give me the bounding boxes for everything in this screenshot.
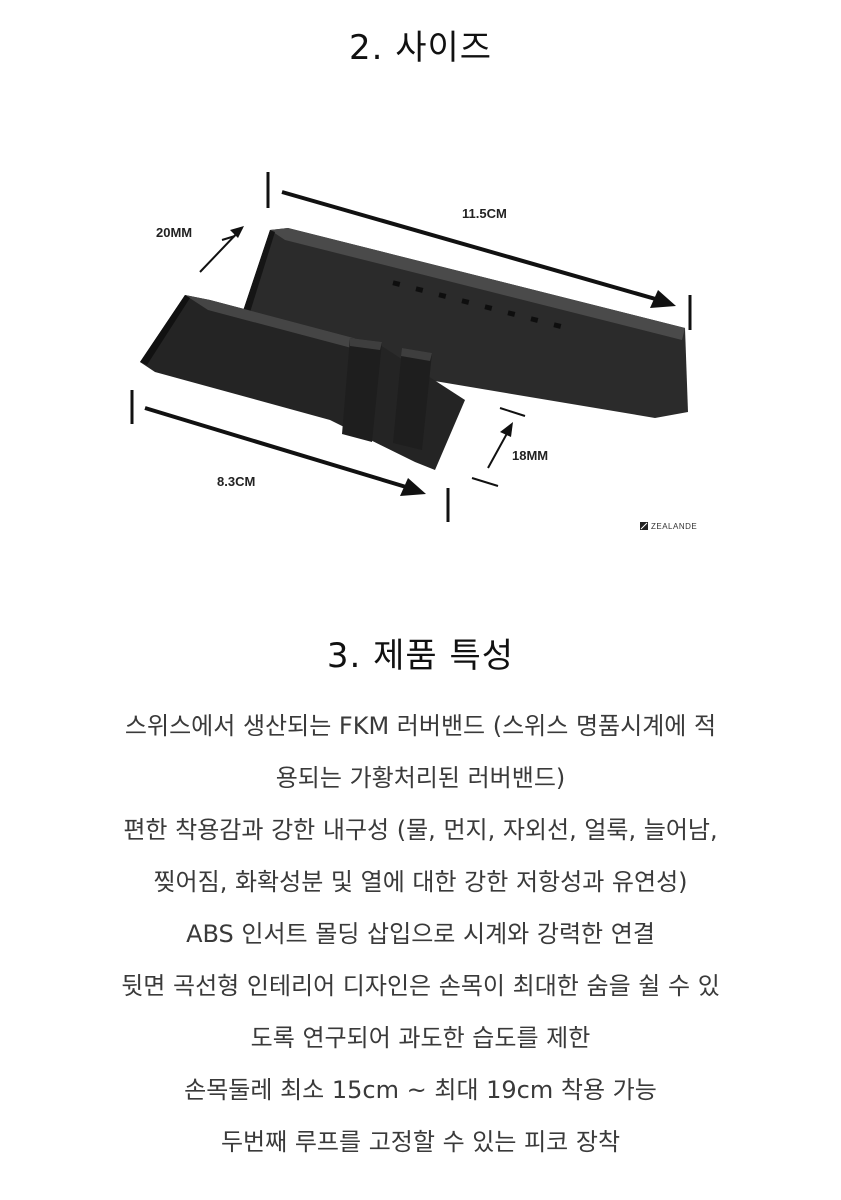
feature-list: 스위스에서 생산되는 FKM 러버밴드 (스위스 명품시계에 적 용되는 가황처… [40, 700, 801, 1168]
dim-label-short-length: 8.3CM [217, 474, 255, 489]
feature-line: 찢어짐, 화확성분 및 열에 대한 강한 저항성과 유연성) [153, 868, 688, 896]
dim-top-width [199, 226, 244, 273]
features-section-title: 3. 제품 특성 [326, 636, 515, 676]
dim-label-bottom-width: 18MM [512, 448, 548, 463]
feature-line: 편한 착용감과 강한 내구성 (물, 먼지, 자외선, 얼룩, 늘어남, [123, 816, 718, 844]
brand-logo: ZEALANDE [640, 522, 697, 531]
dim-long-length [266, 172, 692, 330]
dim-label-top-width: 20MM [156, 225, 192, 240]
strap-size-diagram: 11.5CM 20MM 8.3CM 18MM ZEALANDE [130, 172, 697, 531]
brand-name: ZEALANDE [651, 522, 697, 531]
feature-line: 도록 연구되어 과도한 습도를 제한 [250, 1024, 591, 1052]
size-section-title: 2. 사이즈 [348, 28, 493, 68]
dim-label-long-length: 11.5CM [462, 206, 507, 221]
feature-line: 스위스에서 생산되는 FKM 러버밴드 (스위스 명품시계에 적 [124, 712, 717, 740]
feature-line: ABS 인서트 몰딩 삽입으로 시계와 강력한 연결 [186, 920, 655, 948]
feature-line: 손목둘레 최소 15cm ~ 최대 19cm 착용 가능 [184, 1076, 657, 1104]
feature-line: 두번째 루프를 고정할 수 있는 피코 장착 [220, 1128, 621, 1156]
short-strap-piece [140, 295, 465, 470]
dim-short-length [130, 390, 450, 522]
feature-line: 용되는 가황처리된 러버밴드) [275, 764, 566, 792]
long-strap-piece [235, 228, 688, 418]
dim-bottom-width [471, 407, 526, 487]
feature-line: 뒷면 곡선형 인테리어 디자인은 손목이 최대한 숨을 쉴 수 있 [121, 972, 720, 1000]
